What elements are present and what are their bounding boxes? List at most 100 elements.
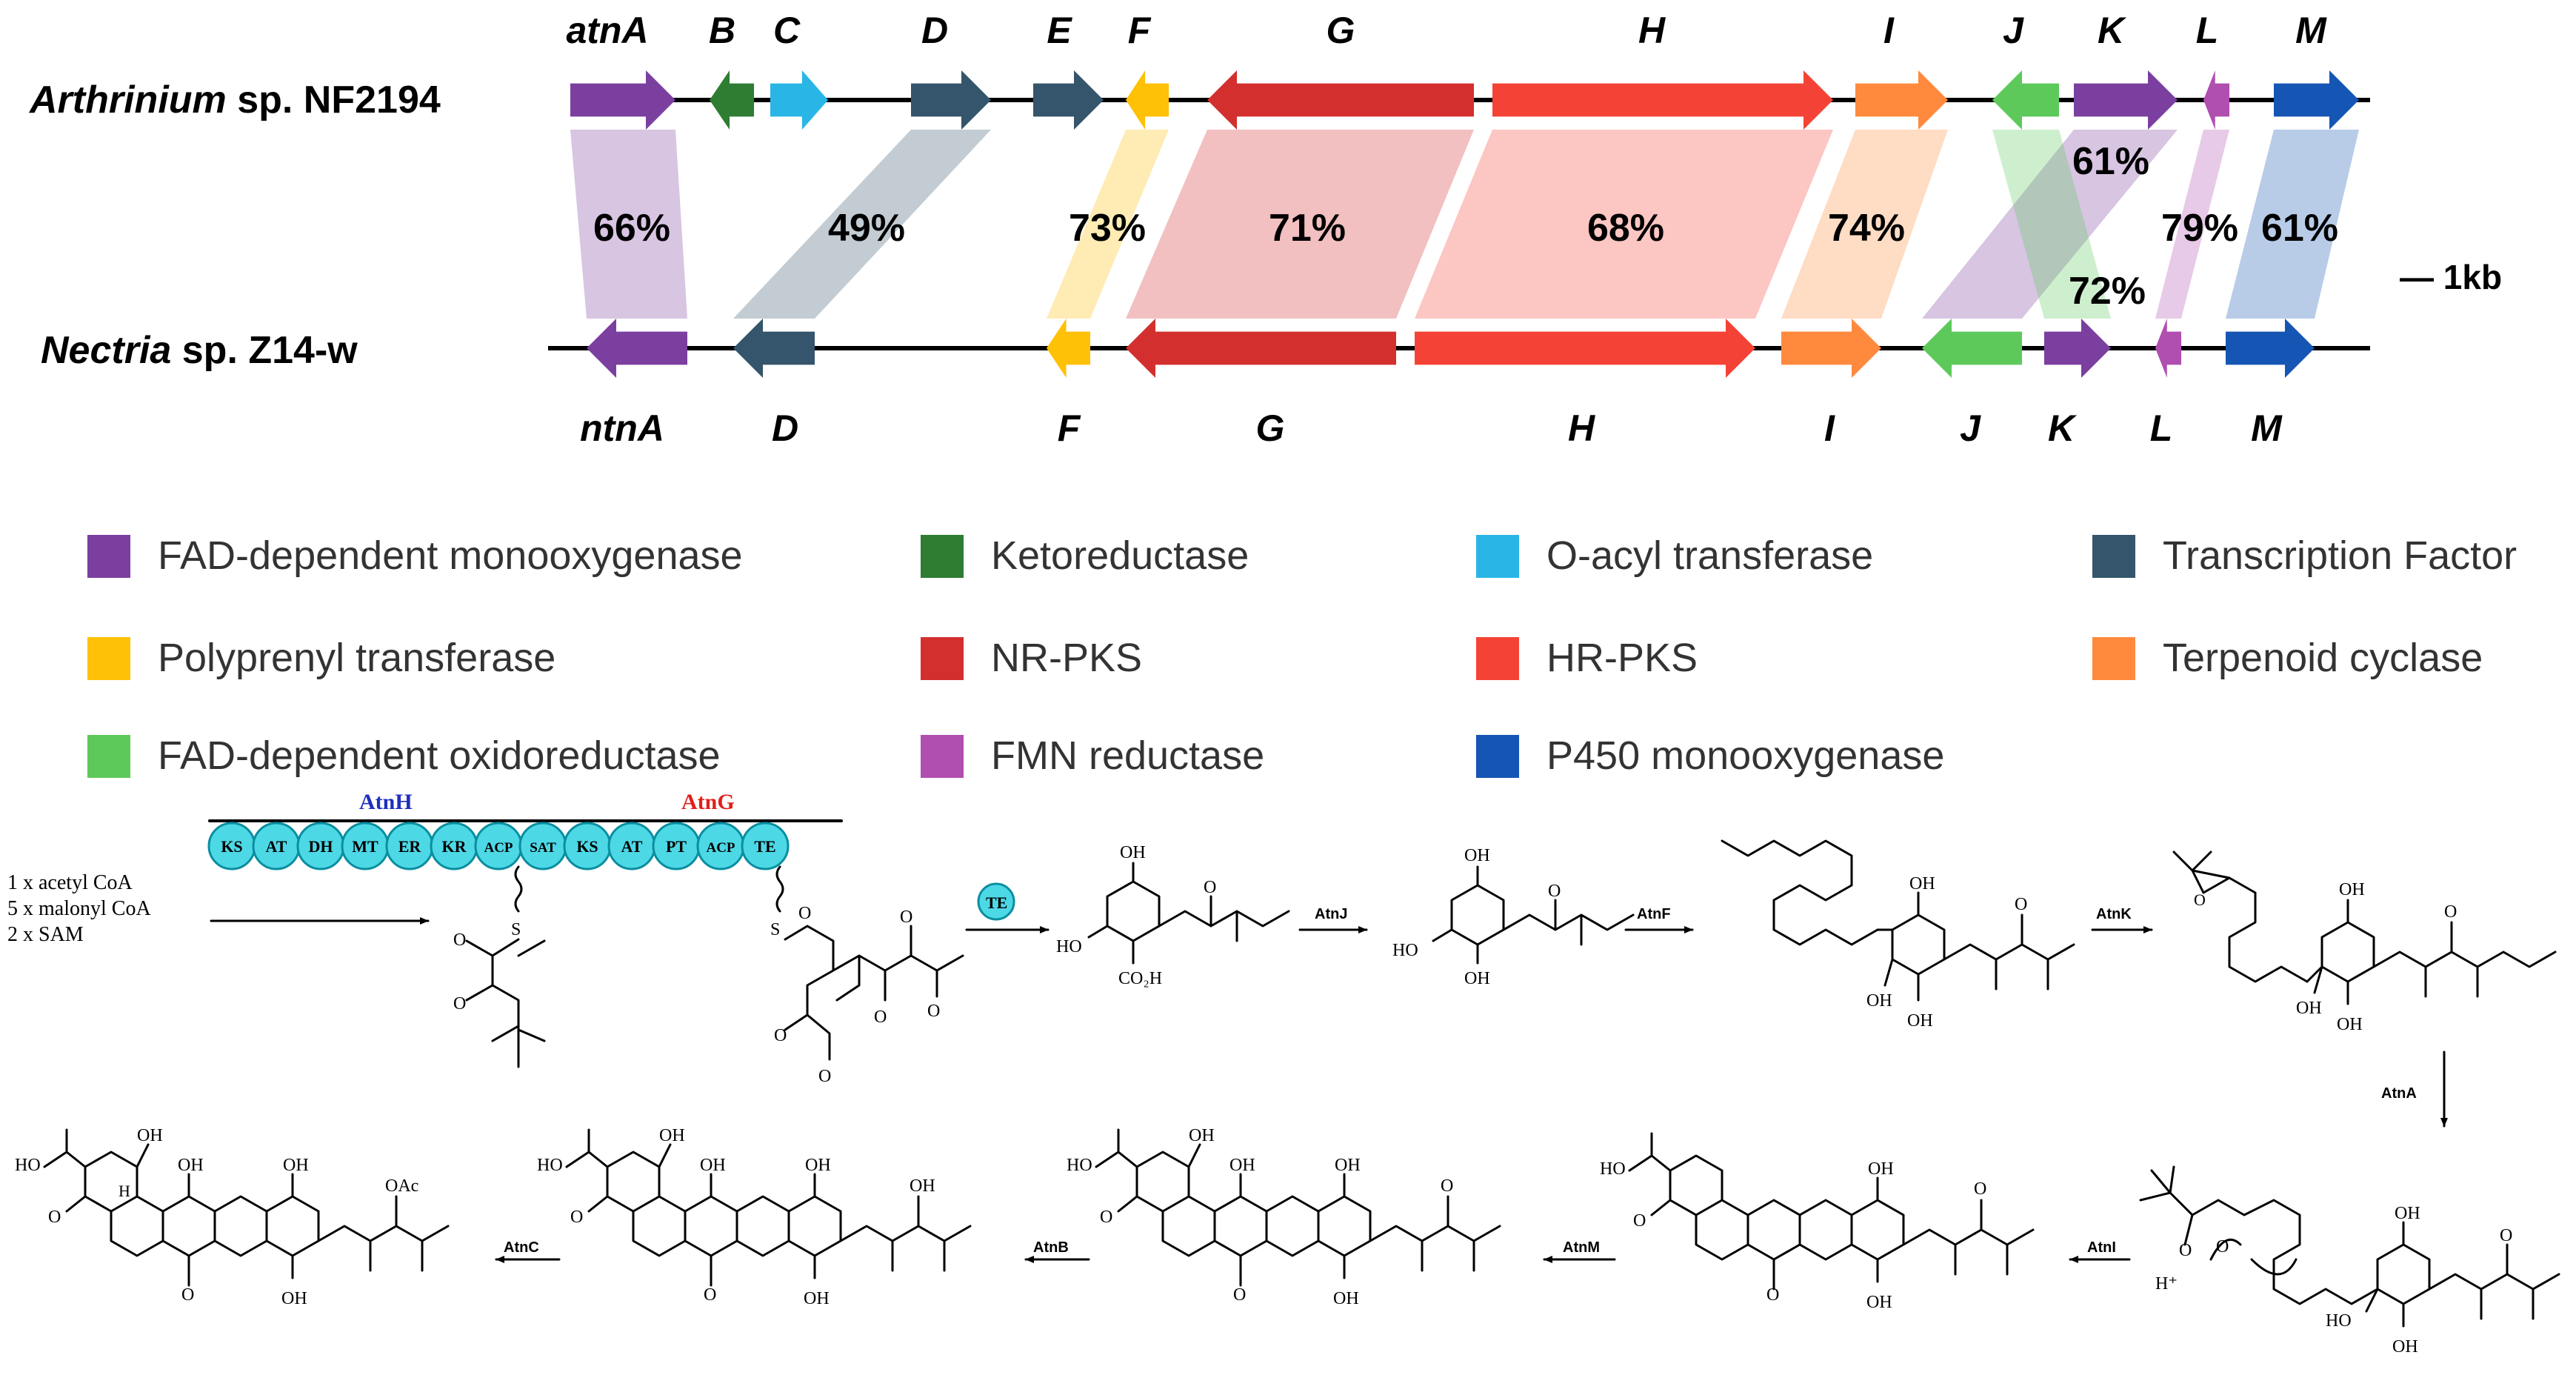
top-gene-label: K [2098,10,2127,51]
acp-intermediate-2: S O O O O O O [770,865,964,1086]
svg-text:OH: OH [2392,1337,2418,1356]
svg-text:KS: KS [576,837,598,856]
svg-text:OH: OH [1335,1156,1361,1175]
pks-domain: SAT [518,822,567,870]
svg-text:OH: OH [2339,880,2365,899]
top-gene-label: H [1638,10,1666,51]
svg-text:HO: HO [1067,1156,1092,1175]
homology-band [1415,130,1833,319]
pks-domain: MT [341,822,390,870]
svg-text:OH: OH [659,1126,685,1145]
svg-text:H: H [119,1182,130,1200]
homology-band [1992,130,2111,319]
legend-label: NR-PKS [991,636,1142,680]
te-circle [977,882,1015,921]
gene-arrow-c [770,70,828,130]
compound-5: O H⁺ O OH HO OH O [2139,1165,2560,1356]
identity-label: 68% [1587,207,1664,250]
svg-text:KR: KR [442,837,467,856]
legend-label: Polyprenyl transferase [158,636,555,680]
compound-2: OH HO OH O [1392,846,1635,988]
compound-4: O OH OH OH O [2172,850,2557,1034]
legend-label: O-acyl transferase [1546,533,1873,578]
atnm-label: AtnM [1563,1239,1600,1256]
bottom-gene-label: L [2150,407,2173,449]
svg-text:H⁺: H⁺ [2155,1274,2178,1294]
legend-swatch [921,735,964,778]
svg-text:O: O [2500,1226,2512,1245]
svg-text:O: O [181,1285,194,1305]
svg-text:O: O [1100,1208,1112,1227]
svg-text:OH: OH [1120,843,1146,862]
bottom-gene-label: D [772,407,798,449]
legend-item: HR-PKS [1476,636,1698,680]
svg-text:O: O [48,1208,61,1227]
atna-label: AtnA [2381,1085,2417,1102]
svg-text:AT: AT [621,837,643,856]
svg-text:OH: OH [805,1156,831,1175]
svg-text:O: O [704,1285,716,1305]
top-organism-label: Arthrinium sp. NF2194 [28,79,441,121]
atnj-label: AtnJ [1315,906,1347,922]
svg-text:O: O [2194,890,2206,909]
svg-text:O: O [1233,1285,1246,1305]
bottom-gene-label: H [1568,407,1595,449]
svg-text:O: O [774,1026,787,1045]
svg-text:O: O [1766,1285,1779,1305]
compound-6: HO O O OH OH O [1600,1132,2035,1312]
svg-text:O: O [1204,878,1216,897]
legend-swatch [1476,735,1519,778]
atnh-label: AtnH [359,790,413,814]
atni-label: AtnI [2087,1239,2116,1256]
svg-text:HO: HO [2326,1311,2352,1331]
gene-arrow-h [1415,319,1755,378]
svg-text:HO: HO [537,1156,563,1175]
compound-8: HO OH OH O O OH OH OH [537,1126,972,1308]
svg-text:O: O [2444,902,2457,922]
svg-text:O: O [2179,1241,2192,1260]
svg-text:O: O [453,930,466,950]
svg-text:OH: OH [2395,1204,2420,1223]
svg-text:OH: OH [1866,991,1892,1011]
pks-domain: AT [607,822,656,870]
homology-band [1781,130,1948,319]
svg-text:S: S [770,920,780,939]
bottom-gene-arrows [587,319,2315,378]
atnk-label: AtnK [2096,906,2132,922]
legend-item: FMN reductase [921,733,1264,778]
substrate-malonyl: 5 x malonyl CoA [7,897,151,920]
homology-band [2226,130,2359,319]
svg-text:PT: PT [666,837,687,856]
gene-arrow-g [1207,70,1474,130]
svg-text:TE: TE [754,837,775,856]
svg-text:CO₂H: CO₂H [1118,969,1162,988]
pks-domain: ER [385,822,434,870]
atnc-label: AtnC [504,1239,539,1256]
svg-text:OH: OH [1229,1156,1255,1175]
legend-item: P450 monooxygenase [1476,733,1944,778]
svg-text:OH: OH [1907,1011,1933,1031]
legend-swatch [2092,535,2135,578]
svg-text:OH: OH [137,1126,163,1145]
svg-text:OH: OH [910,1176,935,1196]
legend-label: Terpenoid cyclase [2163,636,2483,680]
gene-arrow-f [1047,319,1090,378]
substrate-acetyl: 1 x acetyl CoA [7,871,133,894]
svg-text:ER: ER [398,837,422,856]
legend-swatch [1476,535,1519,578]
svg-text:OH: OH [1333,1289,1359,1308]
legend-swatch [2092,637,2135,680]
legend-item: Terpenoid cyclase [2092,636,2483,680]
gene-arrow-m [2226,319,2315,378]
gene-arrow-d [911,70,991,130]
bottom-gene-label: F [1058,407,1081,449]
gene-arrow-k [2074,70,2178,130]
legend-item: O-acyl transferase [1476,533,1873,578]
svg-text:ACP: ACP [706,840,735,856]
atnb-label: AtnB [1033,1239,1069,1256]
pks-domain: TE [741,822,790,870]
